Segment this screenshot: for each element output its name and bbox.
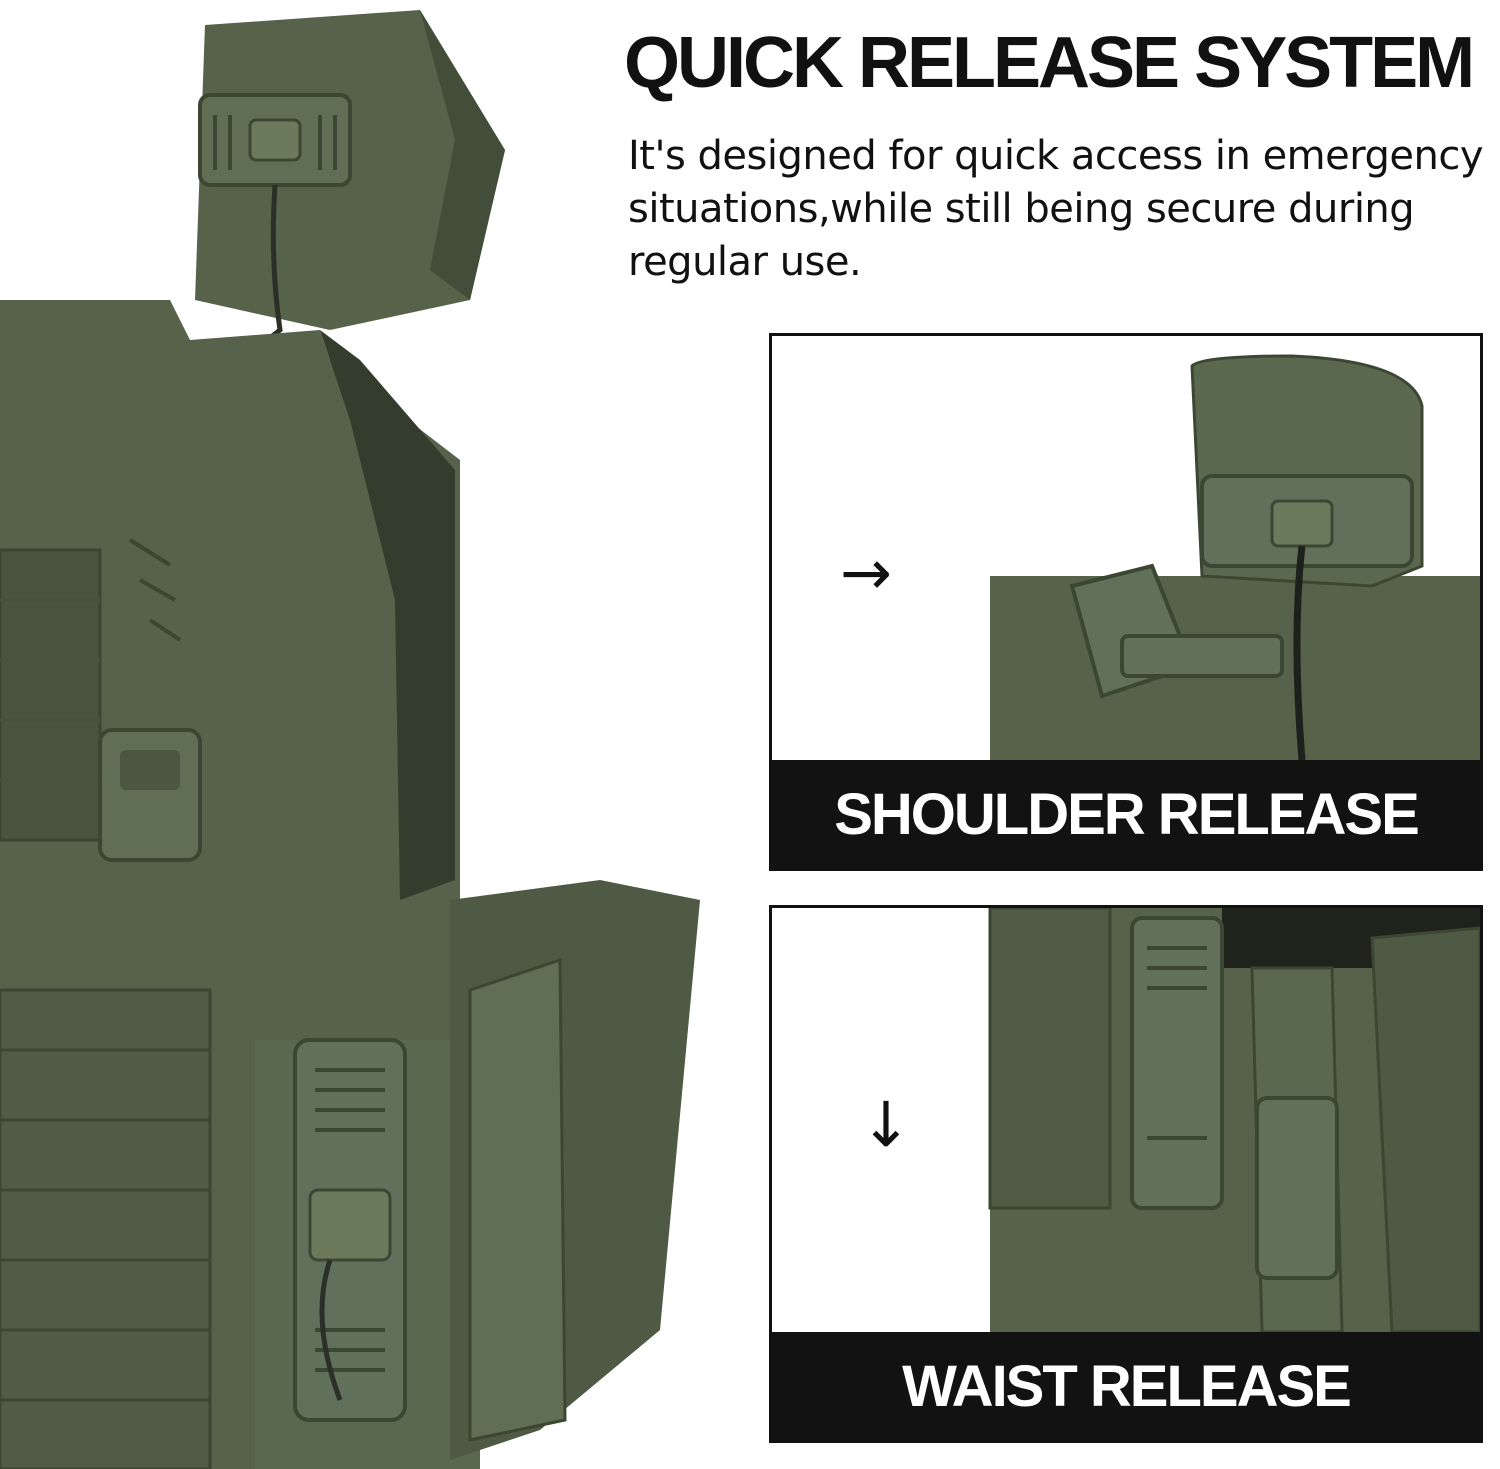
shoulder-release-photo [990,354,1480,760]
vest-product-photo [0,10,700,1469]
shoulder-release-panel: → SHOULDER RELEASE [769,333,1483,871]
waist-release-label: WAIST RELEASE [772,1332,1480,1440]
side-buckle [98,728,202,862]
arrow-down-icon: ↓ [860,1088,912,1161]
arrow-right-icon: → [840,536,892,609]
waist-release-panel: ↓ WAIST RELEASE [769,905,1483,1443]
headline: QUICK RELEASE SYSTEM [624,23,1475,103]
shoulder-release-label: SHOULDER RELEASE [772,760,1480,868]
velcro-panel [0,548,102,842]
description: It's designed for quick access in emerge… [628,133,1484,285]
waist-release-photo [988,908,1480,1332]
